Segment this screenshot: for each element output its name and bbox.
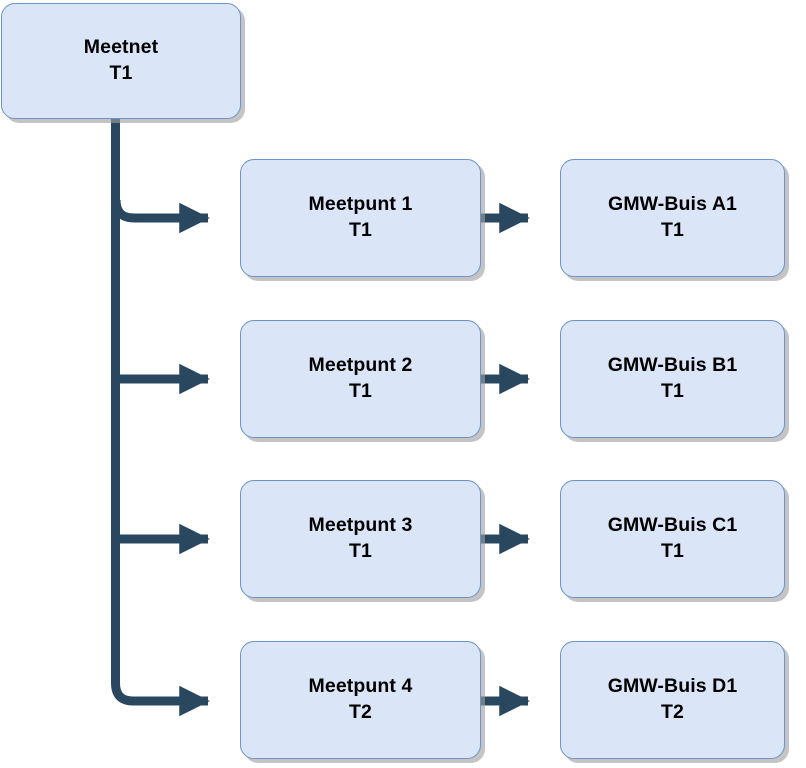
meetpunt-3-node[interactable]: Meetpunt 3 T1	[240, 480, 481, 598]
node-line-1: GMW-Buis B1	[607, 354, 738, 377]
node-line-2: T2	[349, 701, 372, 723]
node-line-1: GMW-Buis C1	[607, 514, 738, 537]
node-line-2: T1	[349, 380, 372, 402]
gmw-buis-d1-node[interactable]: GMW-Buis D1 T2	[560, 641, 785, 759]
node-line-2: T2	[661, 701, 684, 723]
meetpunt-1-node[interactable]: Meetpunt 1 T1	[240, 159, 481, 277]
node-line-2: T1	[661, 219, 684, 241]
node-line-1: Meetpunt 2	[308, 354, 413, 377]
gmw-buis-a1-node[interactable]: GMW-Buis A1 T1	[560, 159, 785, 277]
node-line-2: T1	[661, 380, 684, 402]
node-line-1: GMW-Buis A1	[608, 193, 737, 216]
node-line-1: GMW-Buis D1	[607, 675, 738, 698]
node-line-2: T1	[349, 219, 372, 241]
meetnet-node[interactable]: Meetnet T1	[1, 3, 241, 119]
node-line-1: Meetpunt 4	[308, 675, 413, 698]
edge-meetnet-to-meetpunt-1	[111, 199, 210, 234]
node-line-2: T1	[109, 62, 133, 84]
node-line-1: Meetnet	[83, 36, 159, 59]
gmw-buis-b1-node[interactable]: GMW-Buis B1 T1	[560, 320, 785, 438]
node-line-2: T1	[349, 540, 372, 562]
node-line-1: Meetpunt 3	[308, 514, 413, 537]
node-line-2: T1	[661, 540, 684, 562]
meetpunt-2-node[interactable]: Meetpunt 2 T1	[240, 320, 481, 438]
edge-trunk	[111, 119, 210, 717]
meetpunt-4-node[interactable]: Meetpunt 4 T2	[240, 641, 481, 759]
node-line-1: Meetpunt 1	[308, 193, 413, 216]
gmw-buis-c1-node[interactable]: GMW-Buis C1 T1	[560, 480, 785, 598]
